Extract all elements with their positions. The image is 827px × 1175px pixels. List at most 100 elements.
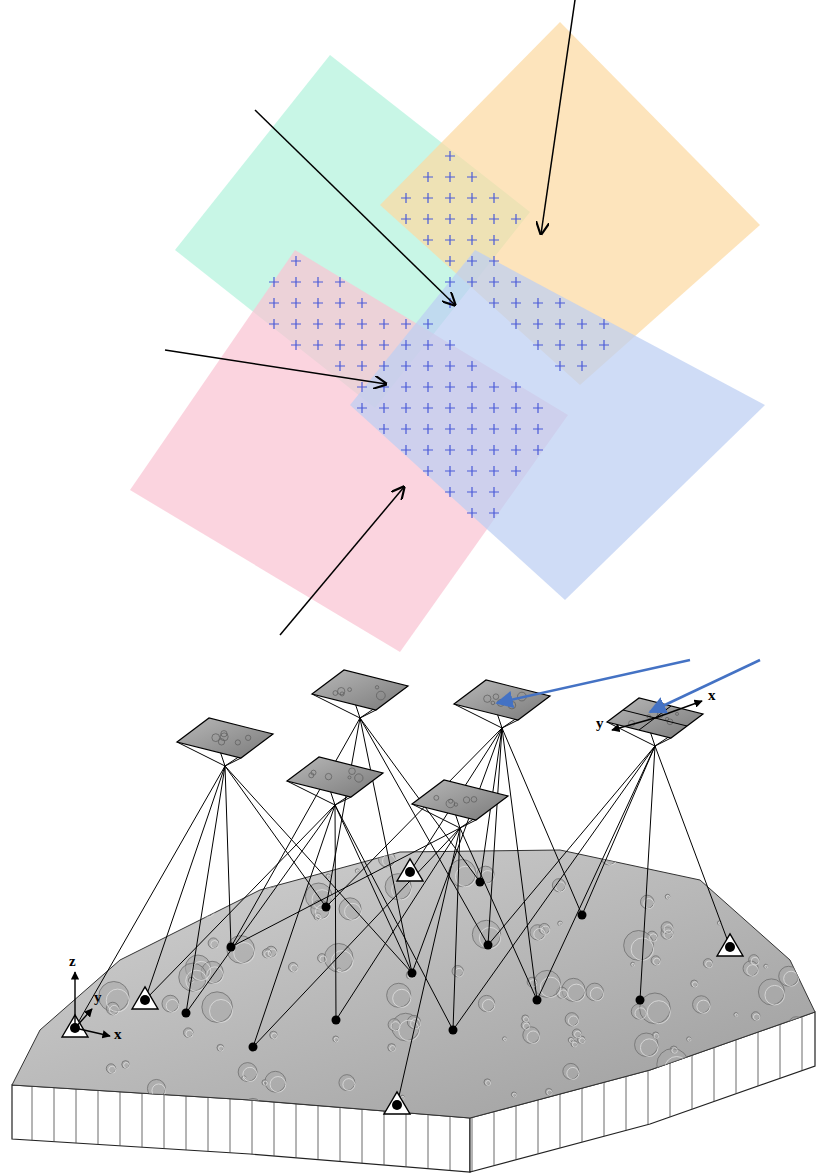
block-stripe <box>120 1092 121 1146</box>
tie-point-mark <box>533 424 543 434</box>
tie-point-mark <box>445 151 455 161</box>
crater <box>298 1113 303 1118</box>
block-diagram <box>8 660 815 1172</box>
frame-crater <box>376 691 385 700</box>
projection-ray <box>253 828 460 1047</box>
block-stripe <box>758 1032 759 1086</box>
tie-point-mark <box>445 172 455 182</box>
crater <box>106 1064 115 1073</box>
tie-point-mark <box>467 424 477 434</box>
ground-point <box>249 1043 258 1052</box>
crater <box>782 1027 792 1037</box>
terrain-surface <box>12 850 815 1118</box>
block-stripe <box>450 1116 451 1170</box>
tie-point-mark <box>445 466 455 476</box>
block-stripe <box>384 1111 385 1165</box>
block-stripe <box>164 1095 165 1149</box>
crater <box>484 1079 491 1086</box>
crater-rim <box>664 930 673 939</box>
tie-point-mark <box>357 340 367 350</box>
tie-point-mark <box>423 445 433 455</box>
crater <box>211 878 227 894</box>
tie-point-mark <box>445 382 455 392</box>
projection-ray <box>655 746 730 947</box>
crater <box>99 876 131 908</box>
pointer-arrow <box>280 487 404 635</box>
crater <box>534 970 561 997</box>
frame-crater <box>449 799 453 803</box>
crater-rim <box>751 957 759 965</box>
tie-point-mark <box>401 403 411 413</box>
tie-point-mark <box>423 235 433 245</box>
crater-rim <box>665 1056 689 1080</box>
tie-point-mark <box>467 172 477 182</box>
tie-point-mark <box>401 361 411 371</box>
axis-label: z <box>69 954 76 969</box>
tie-point-mark <box>533 298 543 308</box>
axis-label: y <box>94 990 102 1005</box>
crater-rim <box>186 1030 193 1037</box>
pointer-arrow <box>541 0 575 234</box>
crater-rim <box>263 1081 267 1085</box>
ground-point <box>578 911 587 920</box>
control-point-dot <box>392 1100 402 1110</box>
crater-rim <box>789 856 796 863</box>
crater <box>568 1037 573 1042</box>
projection-ray <box>335 797 351 805</box>
projection-ray <box>397 828 460 1105</box>
tie-point-mark <box>555 340 565 350</box>
crater-rim <box>688 1038 691 1041</box>
pointer-arrow <box>650 660 760 712</box>
frame-crater <box>375 686 378 689</box>
tie-point-mark <box>489 214 499 224</box>
projection-ray <box>145 766 225 1000</box>
control-point <box>384 1092 410 1114</box>
crater-rim <box>632 963 635 966</box>
projection-ray <box>231 718 360 947</box>
projection-ray <box>326 718 360 907</box>
block-stripe <box>692 1055 693 1109</box>
block-stripe <box>428 1115 429 1169</box>
crater <box>184 1028 193 1037</box>
control-point <box>717 934 743 956</box>
crater <box>28 884 33 889</box>
crater <box>254 871 262 879</box>
tie-point-mark <box>489 256 499 266</box>
crater-rim <box>654 1034 659 1039</box>
control-point-dot <box>725 942 735 952</box>
projection-ray <box>502 728 582 915</box>
crater <box>635 1033 658 1056</box>
crater-rim <box>798 1060 814 1076</box>
crater-rim <box>215 882 227 894</box>
frame-crater <box>340 692 344 696</box>
control-point <box>397 859 423 881</box>
crater <box>106 1002 119 1015</box>
crater-rim <box>39 995 58 1014</box>
projection-ray <box>640 746 655 1000</box>
crater-rim <box>590 988 603 1001</box>
tie-point-mark <box>357 382 367 392</box>
tie-point-mark <box>533 403 543 413</box>
crater-rim <box>542 926 550 934</box>
crater <box>270 1031 278 1039</box>
tie-point-mark <box>445 424 455 434</box>
frame-crater <box>471 797 477 803</box>
tie-point-mark <box>445 235 455 245</box>
crater-rim <box>209 999 232 1022</box>
tie-point-mark <box>379 340 389 350</box>
tie-point-mark <box>467 466 477 476</box>
block-stripe <box>626 1076 627 1130</box>
crater-rim <box>706 961 713 968</box>
crater <box>339 898 361 920</box>
projection-ray <box>231 828 460 947</box>
image-frame <box>412 780 508 820</box>
frame-crater <box>676 712 679 715</box>
crater <box>725 866 737 878</box>
crater <box>387 983 411 1007</box>
crater <box>43 908 64 929</box>
tie-point-mark <box>357 361 367 371</box>
projection-ray <box>655 738 671 746</box>
crater <box>53 845 77 869</box>
tie-point-mark <box>379 361 389 371</box>
